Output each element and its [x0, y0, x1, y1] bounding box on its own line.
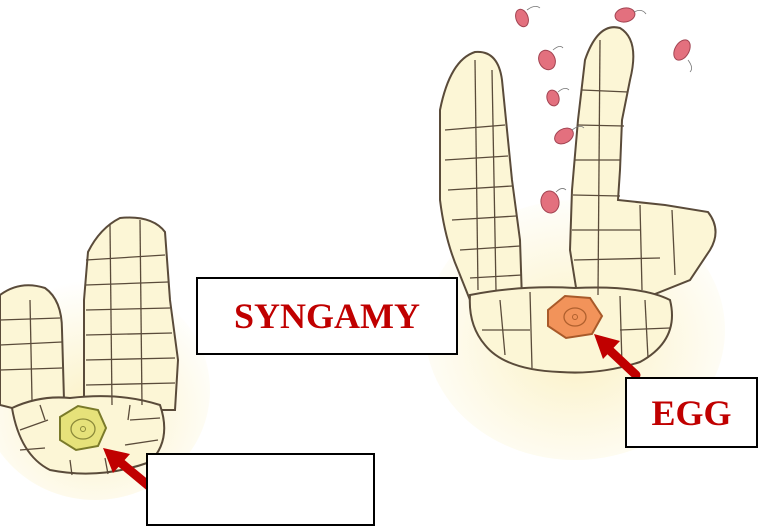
sperm-cell [670, 37, 693, 72]
sperm-cell [614, 6, 646, 23]
egg-label-box: EGG [625, 377, 758, 448]
egg-label: EGG [651, 392, 731, 434]
syngamy-label: SYNGAMY [234, 295, 420, 337]
sperm-cell [545, 88, 569, 107]
blank-label-box[interactable] [146, 453, 375, 526]
sperm-cell [513, 6, 540, 28]
egg-cell [548, 296, 602, 338]
syngamy-label-box: SYNGAMY [196, 277, 458, 355]
sperm-cell [536, 46, 563, 72]
zygote-cell [60, 406, 106, 450]
